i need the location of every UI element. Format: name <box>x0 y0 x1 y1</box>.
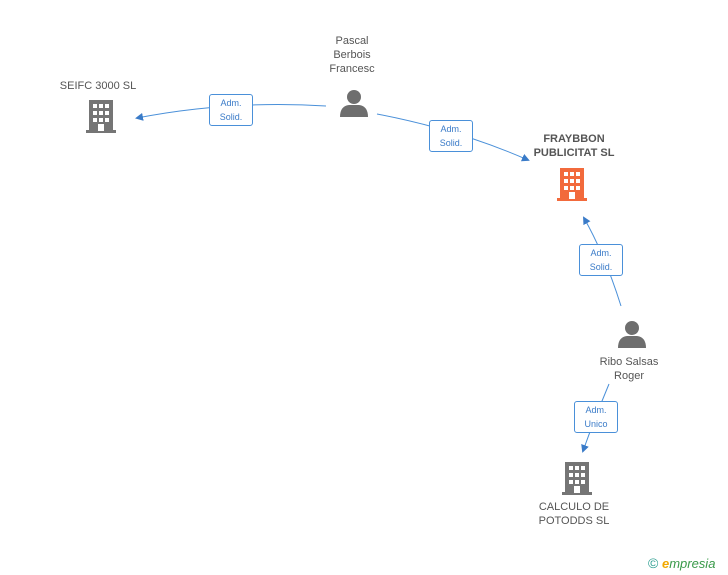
node-label-seifc[interactable]: SEIFC 3000 SL <box>38 79 158 93</box>
building-icon-focus[interactable] <box>557 168 587 201</box>
brand-name: mpresia <box>669 556 716 571</box>
edge-label-line: Adm. <box>220 98 242 108</box>
node-label-line: CALCULO DE <box>538 501 610 513</box>
person-icon[interactable] <box>340 90 368 117</box>
node-label-line: FRAYBBON <box>543 133 605 145</box>
edge-label-pascal-seifc: Adm. Solid. <box>209 94 253 126</box>
node-label-line: Roger <box>614 370 644 382</box>
person-icon[interactable] <box>618 321 646 348</box>
building-icon[interactable] <box>562 462 592 495</box>
node-label-line: PUBLICITAT SL <box>533 147 615 159</box>
node-label-ribo[interactable]: Ribo Salsas Roger <box>578 355 680 383</box>
node-label-pascal[interactable]: Pascal Berbois Francesc <box>300 34 404 76</box>
building-icon[interactable] <box>86 100 116 133</box>
copyright-icon: © <box>648 555 659 571</box>
node-label-line: Pascal <box>335 35 369 47</box>
node-label-line: Berbois <box>333 49 371 61</box>
node-label-calculo[interactable]: CALCULO DE POTODDS SL <box>522 500 626 528</box>
node-label-line: Francesc <box>329 63 375 75</box>
brand-initial: e <box>661 556 670 571</box>
node-label-line: SEIFC 3000 SL <box>59 80 137 92</box>
edge-label-line: Solid. <box>439 138 463 148</box>
node-label-fraybbon[interactable]: FRAYBBON PUBLICITAT SL <box>510 132 638 160</box>
edge-label-pascal-fraybbon: Adm. Solid. <box>429 120 473 152</box>
edge-label-line: Solid. <box>219 112 243 122</box>
edge-label-line: Adm. <box>585 405 607 415</box>
edge-label-ribo-fraybbon: Adm. Solid. <box>579 244 623 276</box>
node-label-line: POTODDS SL <box>538 515 610 527</box>
copyright-brand[interactable]: © empresia <box>648 555 715 571</box>
node-label-line: Ribo Salsas <box>599 356 659 368</box>
edge-label-line: Adm. <box>440 124 462 134</box>
edge-label-line: Adm. <box>590 248 612 258</box>
edge-label-line: Unico <box>584 419 608 429</box>
edge-label-line: Solid. <box>589 262 613 272</box>
edge-label-ribo-calculo: Adm. Unico <box>574 401 618 433</box>
